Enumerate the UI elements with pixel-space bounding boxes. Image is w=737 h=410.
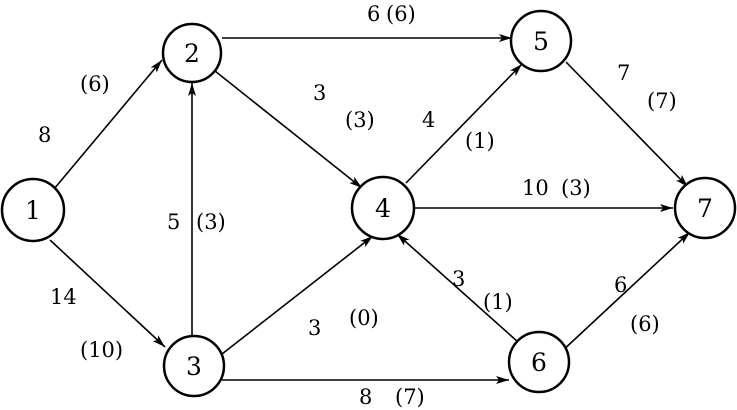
edge-1-2-flow: (6): [80, 72, 110, 96]
edge-4-5: [405, 63, 523, 184]
edge-2-4: [214, 70, 363, 189]
node-1-label: 1: [25, 196, 41, 225]
node-7: 7: [673, 176, 737, 240]
node-6-label: 6: [531, 348, 547, 377]
node-7-label: 7: [697, 194, 713, 223]
node-3-label: 3: [186, 352, 202, 381]
edge-3-2-capacity: 5: [167, 210, 180, 234]
edge-2-4-capacity: 3: [313, 81, 326, 105]
edge-5-7-capacity: 7: [617, 61, 630, 85]
node-4-label: 4: [375, 194, 391, 223]
edge-3-6-capacity: 8: [359, 385, 372, 409]
edge-3-6-flow: (7): [395, 385, 425, 409]
node-6: 6: [507, 330, 571, 394]
edge-1-3: [49, 239, 166, 348]
edge-labels: 8 (6) 14 (10) 5 (3) 6 (6) 3 (3) 3 (0) 8 …: [38, 2, 677, 409]
nodes: 1 2 3 4 5 6 7: [0, 9, 737, 398]
edge-6-4: [396, 233, 519, 343]
edge-3-2-flow: (3): [196, 210, 226, 234]
edge-3-4-flow: (0): [349, 306, 379, 330]
edge-4-5-flow: (1): [465, 129, 495, 153]
node-4: 4: [350, 175, 416, 241]
edge-4-7-flow: (3): [561, 176, 591, 200]
edge-6-4-flow: (1): [483, 290, 513, 314]
edge-6-7-capacity: 6: [614, 273, 627, 297]
edge-1-3-capacity: 14: [50, 285, 77, 309]
edge-3-4-capacity: 3: [308, 316, 321, 340]
edge-5-7-flow: (7): [647, 89, 677, 113]
edge-1-2-capacity: 8: [38, 123, 51, 147]
edge-4-7-capacity: 10: [522, 176, 549, 200]
edge-3-4: [221, 235, 374, 355]
edge-6-7-flow: (6): [630, 312, 660, 336]
node-5: 5: [509, 9, 573, 73]
node-3: 3: [162, 334, 226, 398]
edges: [49, 34, 691, 384]
node-2: 2: [161, 22, 223, 84]
node-1: 1: [0, 177, 66, 243]
edge-2-5-flow: (6): [386, 2, 416, 26]
node-5-label: 5: [533, 27, 549, 56]
edge-5-7: [565, 61, 689, 188]
node-2-label: 2: [184, 39, 200, 68]
edge-6-4-capacity: 3: [452, 267, 465, 291]
edge-2-4-flow: (3): [345, 108, 375, 132]
edge-1-2: [53, 59, 163, 190]
edge-2-5-capacity: 6: [367, 2, 380, 26]
edge-4-5-capacity: 4: [422, 108, 435, 132]
edge-1-3-flow: (10): [80, 338, 123, 362]
edge-6-7: [559, 231, 691, 354]
